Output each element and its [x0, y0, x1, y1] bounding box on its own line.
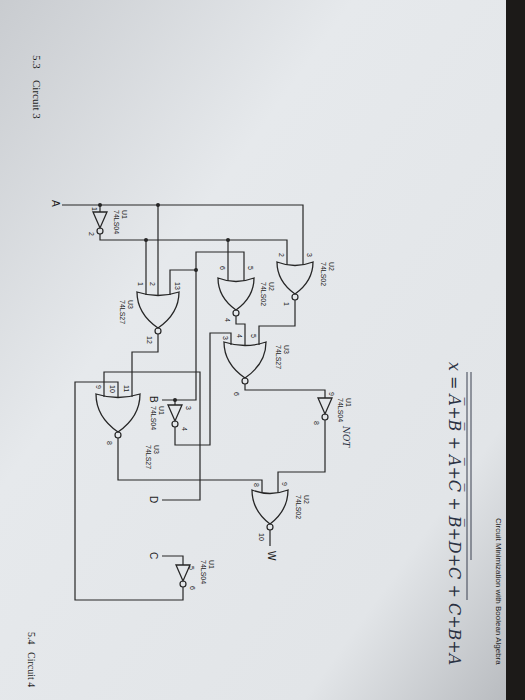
part-label: U3 74LS27 — [144, 445, 160, 469]
part-label: U1 74LS04 — [199, 560, 215, 584]
boolean-expression: x = A̅+B̅ + A̅+C̅ + B̅+D+C + C+B+A — [446, 362, 462, 665]
page-header: Circuit Minimization with Boolean Algebr… — [494, 518, 502, 665]
wire — [157, 205, 158, 295]
pin-number: 1 — [91, 207, 98, 211]
pin-number: 1 — [137, 282, 144, 286]
wire — [75, 382, 183, 600]
pin-number: 3 — [185, 406, 192, 410]
pin-number: 9 — [281, 482, 288, 486]
inversion-bubble — [292, 294, 298, 300]
pin-number: 3 — [222, 336, 229, 340]
pin-number: 10 — [258, 533, 265, 541]
wire — [175, 333, 231, 445]
pin-number: 8 — [313, 421, 320, 425]
inversion-bubble — [97, 228, 103, 234]
part-label: U2 74LS02 — [259, 282, 275, 306]
pin-number: 11 — [123, 385, 130, 392]
junction-dot — [156, 203, 160, 207]
nor-gate-symbol — [137, 292, 179, 328]
pin-number: 9 — [328, 392, 335, 396]
table-edge — [506, 0, 525, 700]
section-number: 5.3 — [31, 55, 42, 69]
pin-number: 6 — [219, 266, 226, 270]
nor-gate-symbol — [252, 490, 288, 524]
pin-number: 8 — [106, 441, 113, 445]
nor-gate-symbol — [224, 342, 266, 378]
wire — [162, 252, 244, 400]
inverter-symbol — [318, 398, 332, 414]
pin-number: 2 — [88, 232, 95, 236]
output-label: W — [266, 551, 276, 560]
wire — [227, 240, 228, 281]
pin-number: 12 — [146, 336, 153, 344]
pin-number: 5 — [188, 566, 195, 570]
nor-gate-symbol — [277, 262, 313, 294]
pin-number: 2 — [278, 253, 285, 257]
input-label: A — [50, 200, 60, 207]
pin-number: 4 — [224, 318, 231, 322]
inverter-symbol — [176, 565, 190, 581]
pin-number: 9 — [95, 385, 102, 389]
part-label: U1 74LS04 — [112, 210, 128, 234]
wire — [278, 420, 325, 493]
wire — [236, 316, 245, 345]
pin-number: 3 — [306, 253, 313, 257]
wire — [269, 530, 270, 546]
inverter-symbol — [168, 405, 182, 421]
nor-gate-symbol — [218, 278, 254, 310]
section-heading: Circuit 3 — [31, 80, 42, 119]
annotation: NOT — [341, 426, 350, 447]
pen-stroke — [467, 372, 468, 600]
pin-number: 8 — [253, 483, 260, 487]
part-label: U1 74LS04 — [149, 406, 165, 430]
inversion-bubble — [180, 581, 186, 587]
paper-sheet — [0, 0, 506, 700]
wire — [118, 438, 262, 493]
pin-number: 6 — [233, 392, 240, 396]
part-label: U2 74LS02 — [294, 495, 310, 519]
junction-dot — [144, 238, 148, 242]
input-label: D — [148, 496, 158, 503]
wire — [132, 334, 158, 397]
wire — [245, 384, 325, 398]
pen-stroke — [471, 372, 472, 560]
input-label: C — [148, 552, 158, 559]
pin-number: 13 — [174, 282, 181, 290]
part-label: U2 74LS02 — [319, 262, 335, 286]
inverter-symbol — [93, 212, 107, 228]
junction-dot — [173, 398, 177, 402]
wire — [62, 205, 303, 265]
pin-number: 4 — [181, 427, 188, 431]
inversion-bubble — [242, 378, 248, 384]
section-heading: Circuit 4 — [26, 652, 36, 687]
pin-number: 5 — [247, 266, 254, 270]
pin-number: 10 — [109, 385, 116, 393]
inversion-bubble — [172, 421, 178, 427]
pin-number: 6 — [189, 586, 196, 590]
junction-dot — [226, 238, 230, 242]
input-label: B — [148, 396, 158, 403]
pin-number: 5 — [250, 334, 257, 338]
wire — [170, 270, 196, 295]
part-label: U3 74LS27 — [274, 345, 290, 369]
part-label: U1 74LS04 — [336, 398, 352, 422]
wire — [259, 300, 295, 345]
wire — [100, 234, 287, 265]
inversion-bubble — [233, 310, 239, 316]
inversion-bubble — [155, 328, 161, 334]
pin-number: 1 — [283, 302, 290, 306]
junction-dot — [194, 268, 198, 272]
part-label: U3 74LS27 — [118, 300, 134, 324]
section-number: 5.4 — [26, 632, 36, 645]
pin-number: 4 — [236, 334, 243, 338]
inversion-bubble — [322, 414, 328, 420]
inversion-bubble — [115, 432, 121, 438]
inversion-bubble — [267, 524, 273, 530]
pin-number: 2 — [149, 282, 156, 286]
wire — [162, 556, 183, 565]
junction-dot — [98, 203, 102, 207]
wire — [145, 240, 146, 295]
nor-gate-symbol — [96, 394, 140, 432]
